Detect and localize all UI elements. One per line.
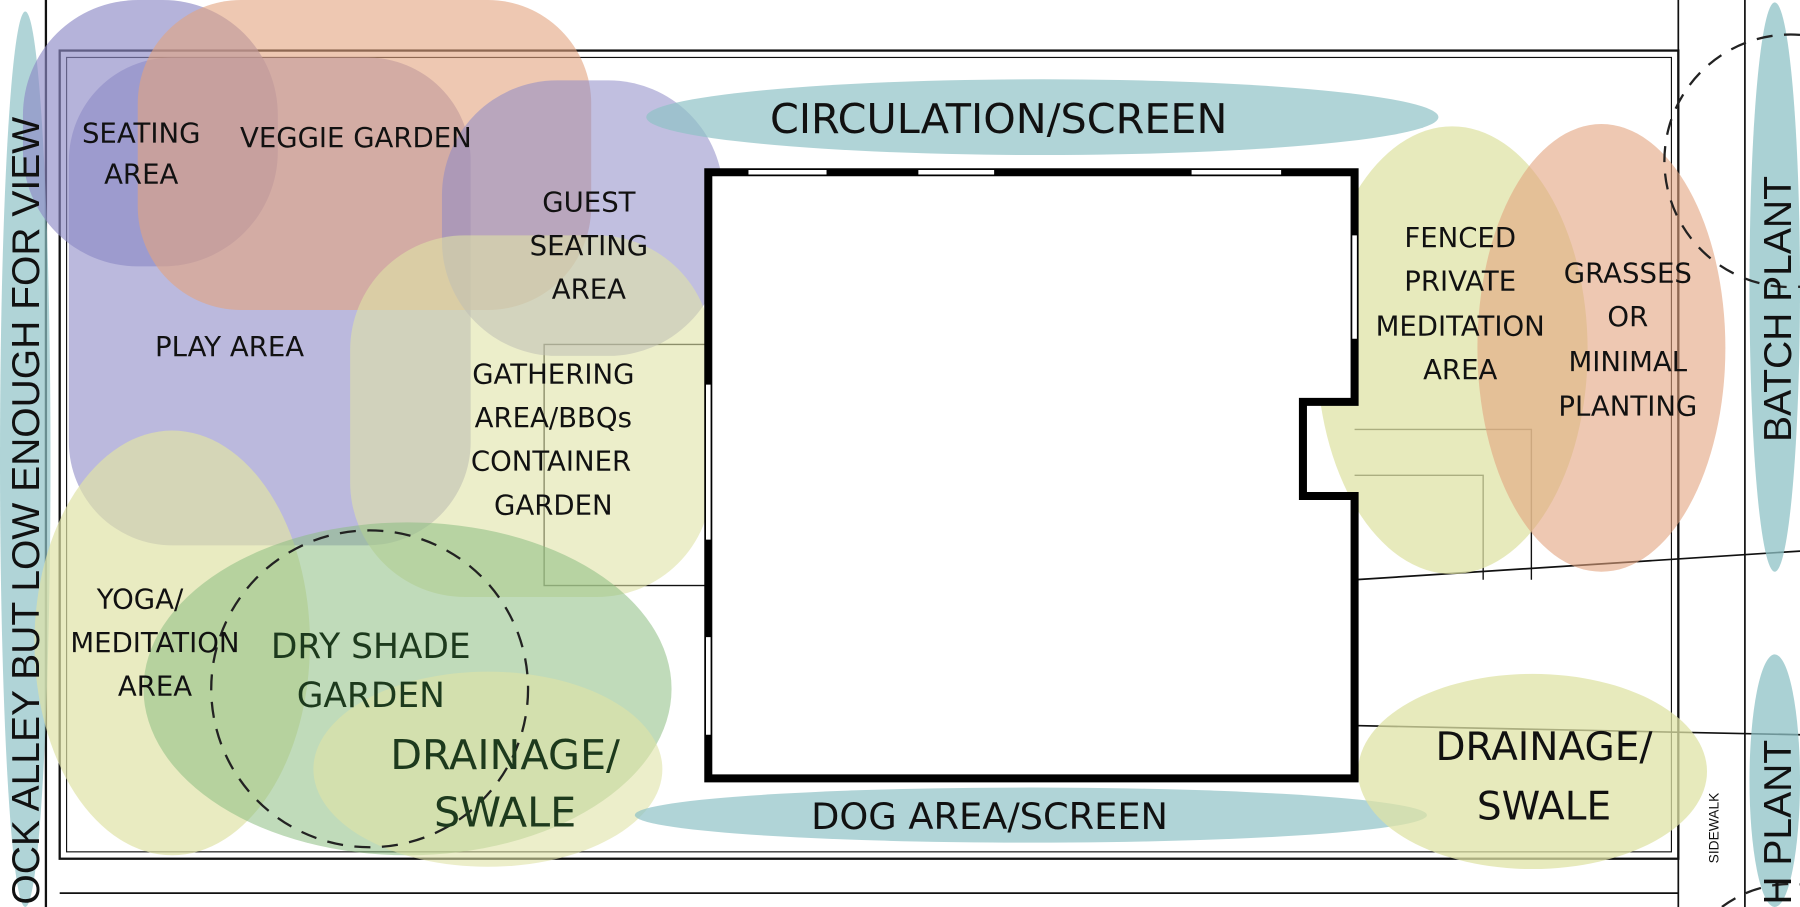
label-dry-shade-1: DRY SHADE xyxy=(271,627,471,667)
label-yoga-2: MEDITATION xyxy=(70,627,239,659)
grasses-bubble xyxy=(1477,124,1726,572)
circulation-bubble xyxy=(646,79,1439,156)
label-fenced-3: MEDITATION xyxy=(1376,310,1545,342)
label-sidewalk: SIDEWALK xyxy=(1706,792,1721,863)
label-drainage-right-1: DRAINAGE/ xyxy=(1436,725,1654,770)
label-guest-2: SEATING xyxy=(530,230,649,262)
label-drainage-right-2: SWALE xyxy=(1477,785,1611,830)
label-guest-3: AREA xyxy=(552,274,626,306)
dog-area-bubble xyxy=(634,787,1427,843)
label-seating-2: AREA xyxy=(104,159,178,191)
label-seating-1: SEATING xyxy=(82,117,200,149)
label-play: PLAY AREA xyxy=(155,331,304,363)
label-veggie: VEGGIE GARDEN xyxy=(240,122,472,154)
label-drainage-left-2: SWALE xyxy=(434,789,576,837)
tree-canopies xyxy=(210,33,1800,907)
label-drainage-left-1: DRAINAGE/ xyxy=(390,731,620,779)
label-gathering-3: CONTAINER xyxy=(471,446,631,478)
drainage-left-bubble xyxy=(313,671,663,867)
label-gathering-4: GARDEN xyxy=(494,489,613,521)
drainage-right-bubble xyxy=(1358,673,1708,870)
house-footprint xyxy=(704,168,1359,783)
label-grasses-2: OR xyxy=(1607,301,1648,333)
label-grasses-1: GRASSES xyxy=(1564,257,1692,289)
label-batch-plant: BATCH PLANT xyxy=(1757,176,1800,442)
label-dog-area: DOG AREA/SCREEN xyxy=(811,795,1168,838)
label-guest-1: GUEST xyxy=(542,186,635,218)
batch-plant-bubble-lower xyxy=(1749,654,1800,907)
label-fenced-4: AREA xyxy=(1423,354,1497,386)
label-grasses-3: MINIMAL xyxy=(1569,346,1688,378)
label-yoga-1: YOGA/ xyxy=(96,583,184,615)
label-fenced-1: FENCED xyxy=(1404,222,1516,254)
tree-canopy-right-bottom xyxy=(1721,882,1800,907)
label-gathering-1: GATHERING xyxy=(472,358,634,390)
label-fenced-2: PRIVATE xyxy=(1404,265,1516,297)
tree-canopy-right-top xyxy=(1663,33,1800,289)
zone-labels: SEATING AREA VEGGIE GARDEN GUEST SEATING… xyxy=(5,95,1800,904)
tree-canopy-left xyxy=(210,529,530,849)
label-gathering-2: AREA/BBQs xyxy=(475,402,632,434)
label-left-edge: OCK ALLEY BUT LOW ENOUGH FOR VIEW xyxy=(5,117,48,905)
label-dry-shade-2: GARDEN xyxy=(297,676,445,716)
label-yoga-3: AREA xyxy=(118,671,192,703)
label-grasses-4: PLANTING xyxy=(1558,391,1697,423)
label-batch-plant-lower: H PLANT xyxy=(1757,740,1800,905)
gathering-bubble xyxy=(350,235,712,597)
label-circulation: CIRCULATION/SCREEN xyxy=(770,95,1227,143)
